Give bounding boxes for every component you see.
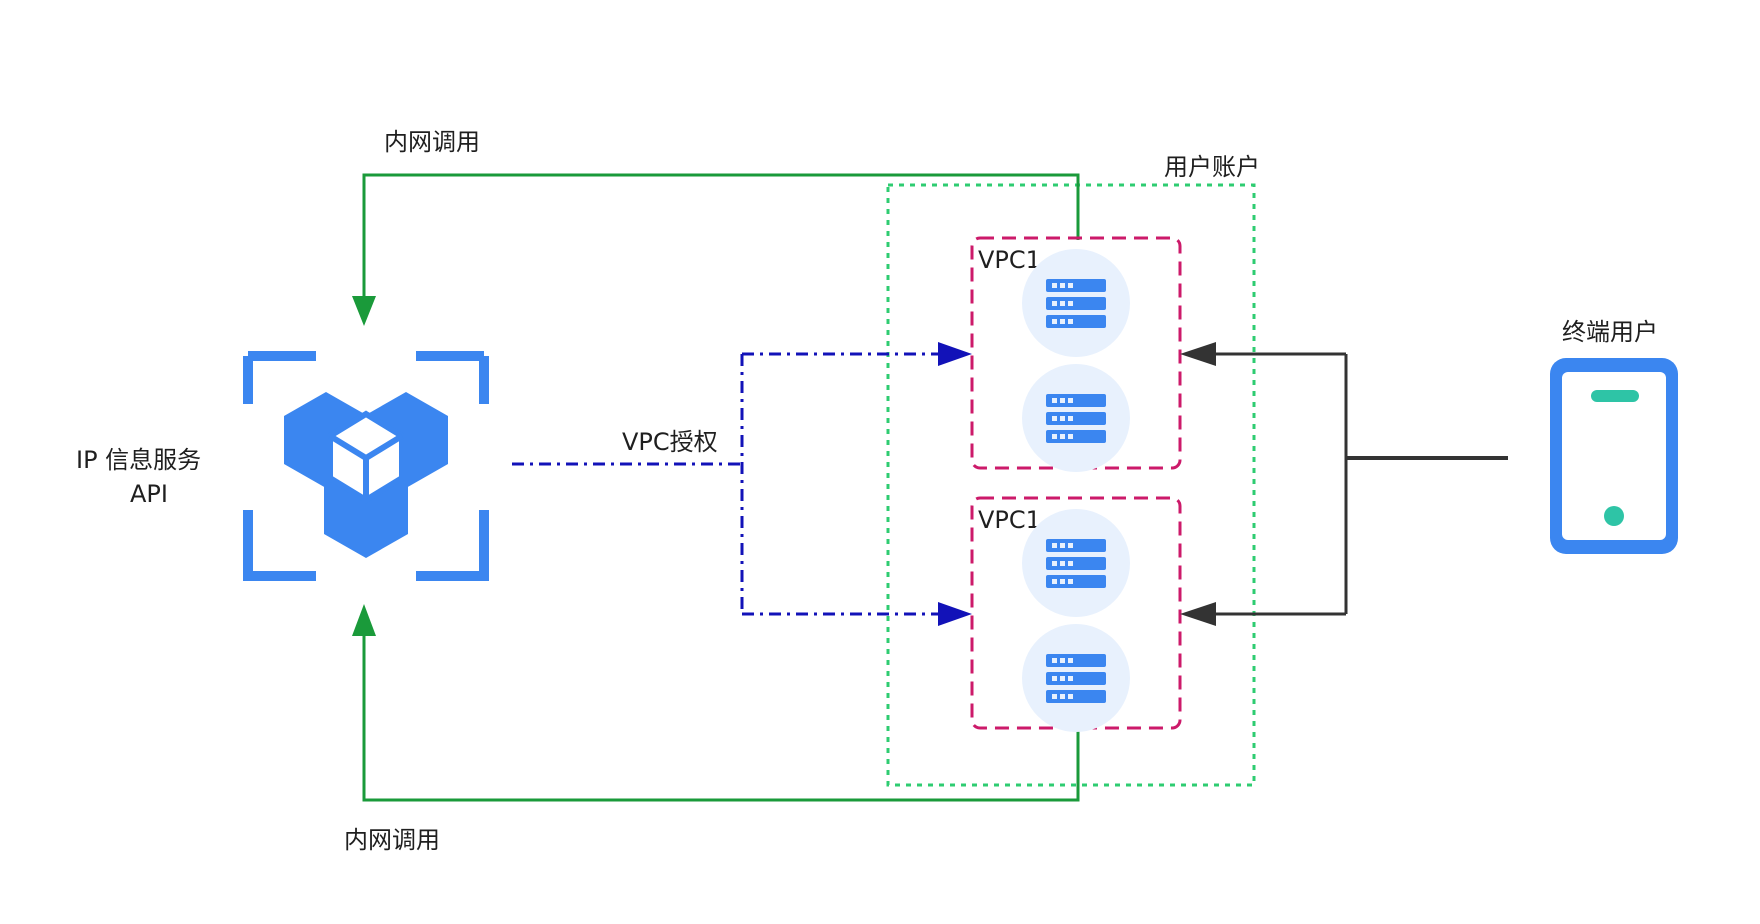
vpc-auth-label: VPC授权 xyxy=(622,428,718,456)
internal-call-bottom-arrowhead xyxy=(352,604,376,636)
internal-call-bottom-label: 内网调用 xyxy=(344,826,440,854)
api-label-line2: API xyxy=(130,480,168,508)
end-user-bottom-arrowhead xyxy=(1180,602,1216,626)
server-icon xyxy=(1022,509,1130,617)
vpc-bottom-label: VPC1 xyxy=(978,506,1041,534)
vpc-auth-top-arrowhead xyxy=(938,342,972,366)
end-user-label: 终端用户 xyxy=(1562,318,1658,346)
api-label-line1: IP 信息服务 xyxy=(76,446,201,474)
mobile-phone-icon xyxy=(1550,358,1678,554)
internal-call-top-label: 内网调用 xyxy=(384,128,480,156)
user-account-boundary xyxy=(886,183,1256,787)
internal-call-top-line xyxy=(362,173,1080,312)
internal-call-bottom-line xyxy=(362,620,1080,802)
internal-call-top-arrowhead xyxy=(352,296,376,326)
end-user-top-arrowhead xyxy=(1180,342,1216,366)
vpc-bottom-boundary xyxy=(970,496,1182,730)
server-icon xyxy=(1022,624,1130,732)
server-icon xyxy=(1022,364,1130,472)
vpc-top-boundary xyxy=(970,236,1182,470)
vpc-top-label: VPC1 xyxy=(978,246,1041,274)
user-account-label: 用户账户 xyxy=(1164,153,1260,181)
server-icon xyxy=(1022,249,1130,357)
cube-cluster-icon xyxy=(243,351,489,581)
vpc-auth-bottom-arrowhead xyxy=(938,602,972,626)
